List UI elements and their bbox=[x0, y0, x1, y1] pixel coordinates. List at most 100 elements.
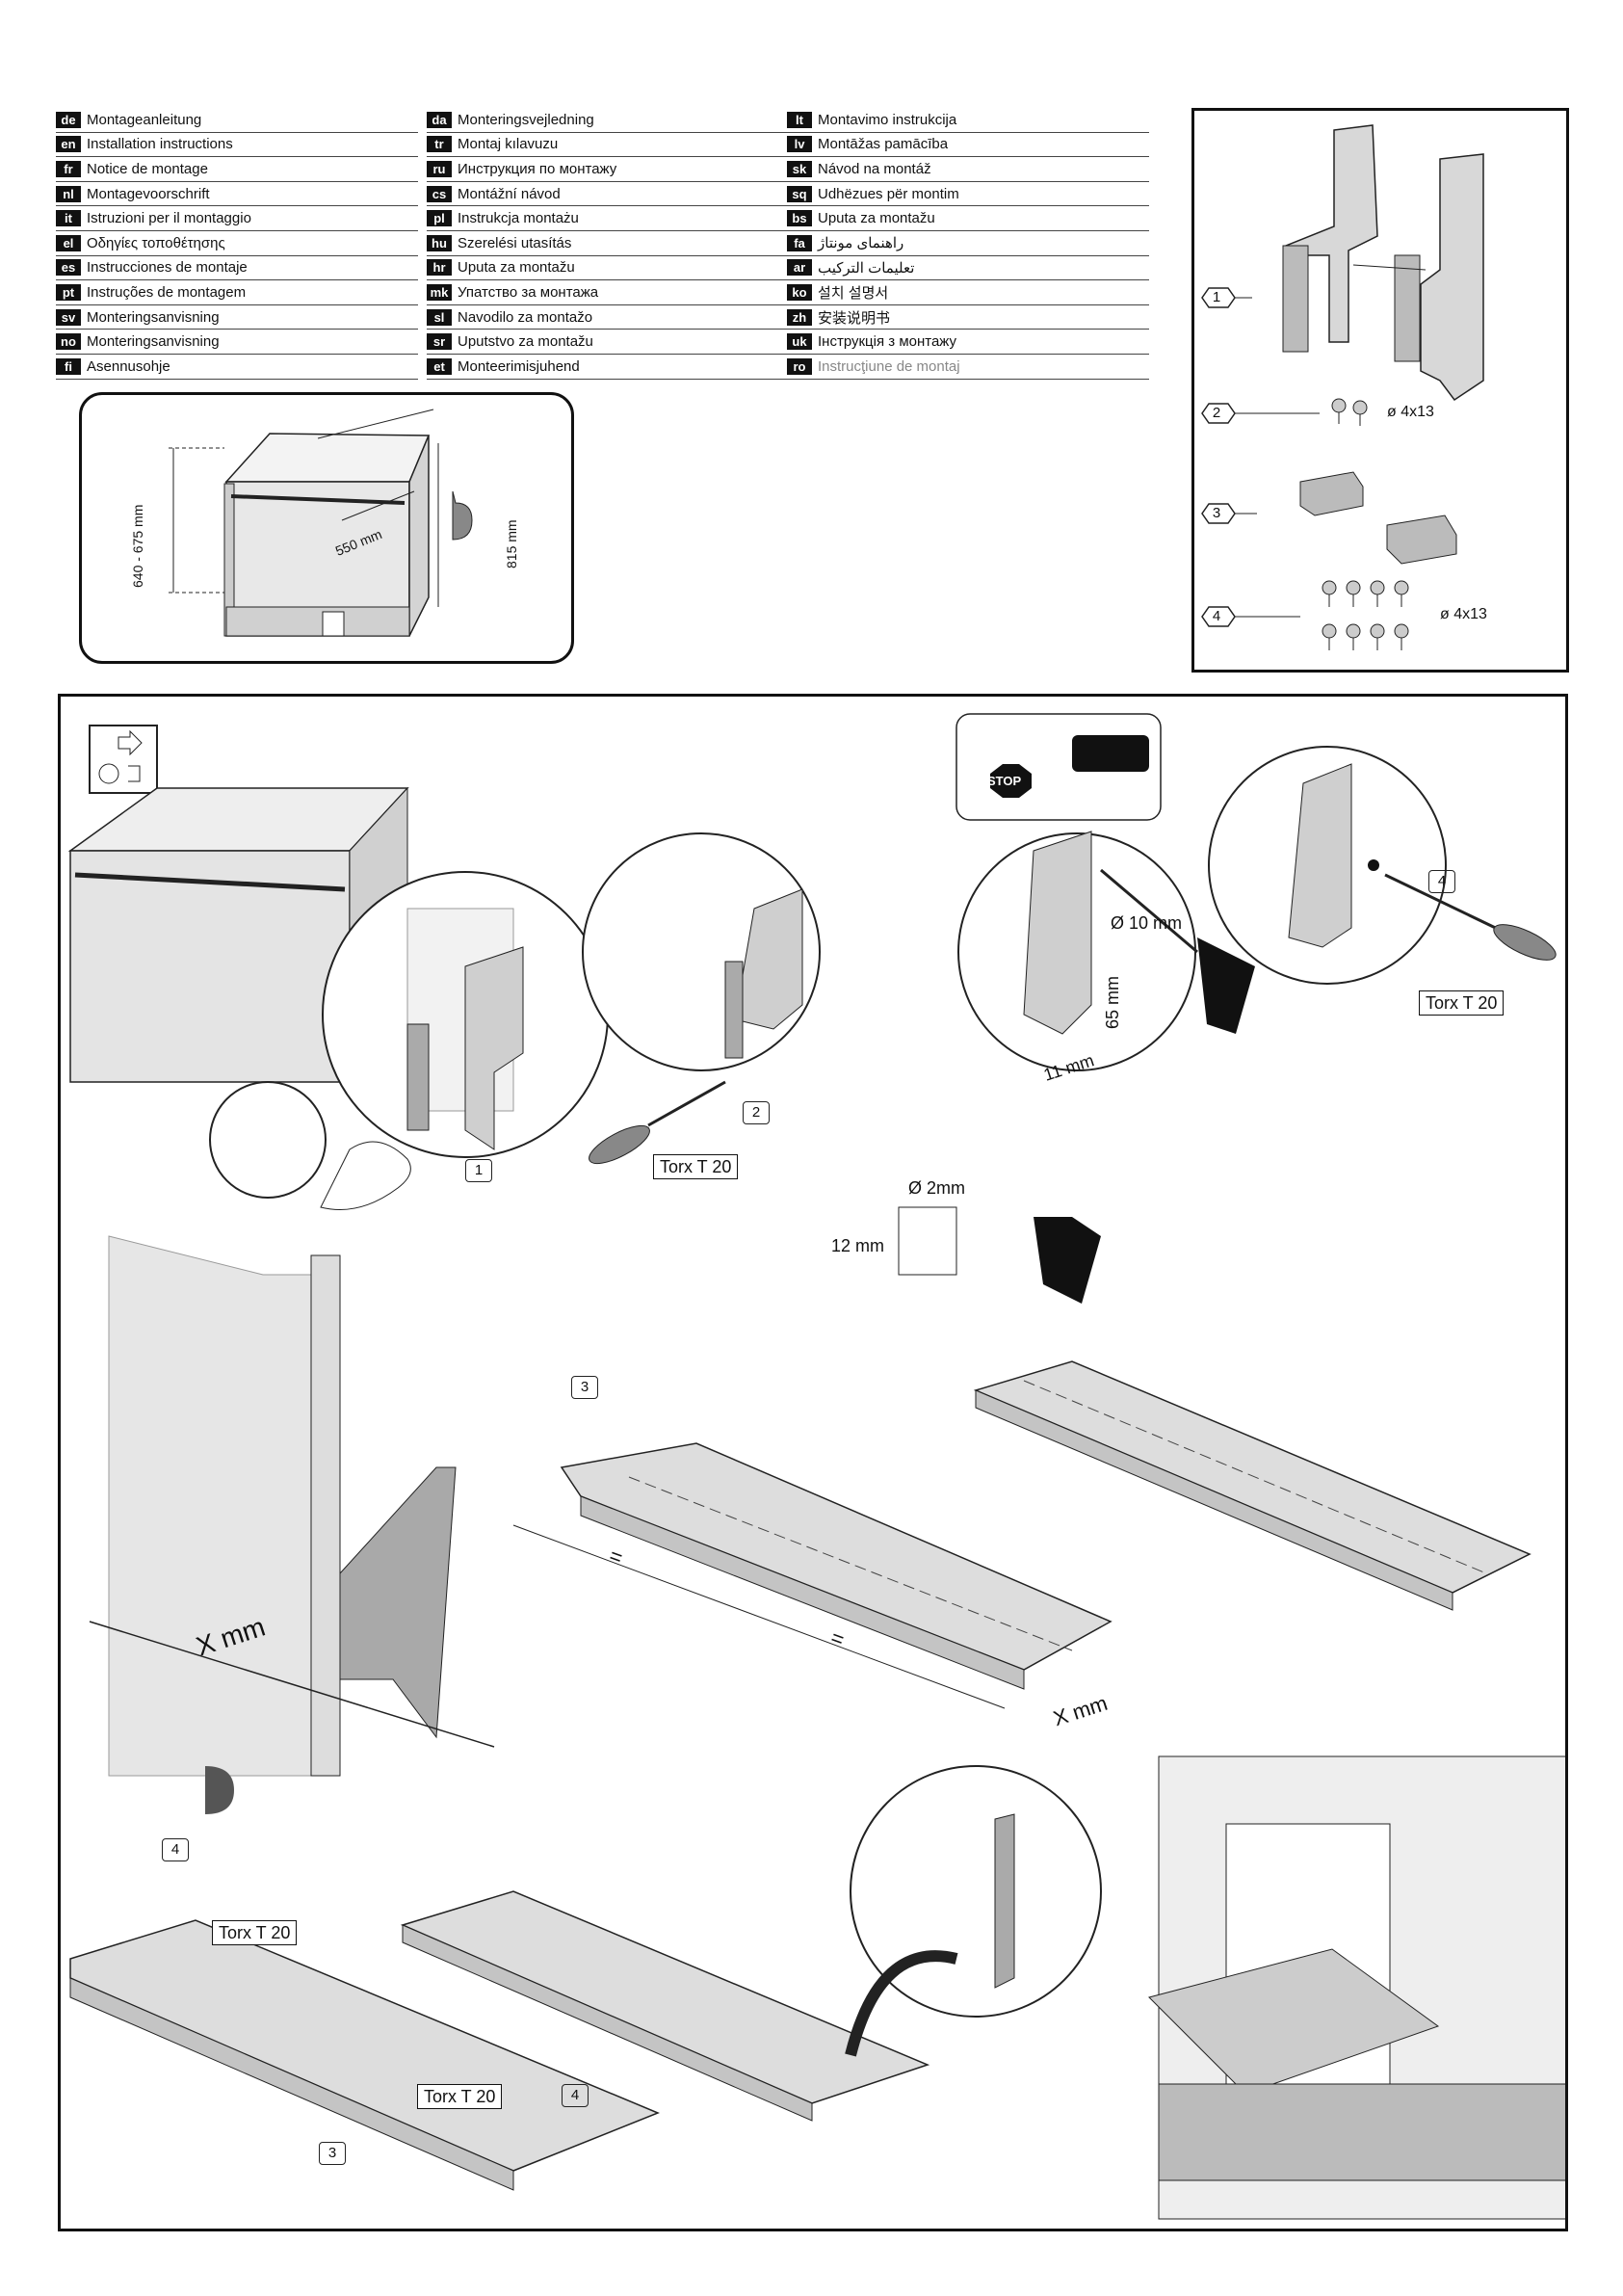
part-2-number: 2 bbox=[1212, 405, 1221, 421]
language-code-badge: el bbox=[56, 234, 81, 251]
language-title: Montážní návod bbox=[458, 185, 561, 202]
worktop-board-2 bbox=[973, 1360, 1531, 1594]
installation-steps-panel: Torx T 20 Torx T 20 Torx T 20 Torx T 20 … bbox=[58, 694, 1569, 2231]
language-code-badge: de bbox=[56, 111, 81, 128]
language-row-el: el Οδηγίες τοποθέτησης bbox=[56, 231, 418, 256]
language-row-it: it Istruzioni per il montaggio bbox=[56, 206, 418, 231]
language-row-sq: sq Udhëzues për montim bbox=[787, 182, 1149, 207]
language-title: Installation instructions bbox=[87, 136, 233, 153]
language-list-col2: da Monteringsvejledning tr Montaj kılavuzu r… bbox=[427, 108, 789, 380]
dim-65: 65 mm bbox=[1103, 975, 1122, 1029]
language-code-badge: zh bbox=[787, 308, 812, 326]
torx-label-step-6: Torx T 20 bbox=[417, 2084, 503, 2109]
language-row-hr: hr Uputa za montažu bbox=[427, 256, 789, 281]
language-title: Instrukcja montażu bbox=[458, 210, 579, 227]
language-code-badge: uk bbox=[787, 333, 812, 351]
language-title: Montagevoorschrift bbox=[87, 185, 210, 202]
language-title: Szerelési utasítás bbox=[458, 234, 572, 251]
language-row-fr: fr Notice de montage bbox=[56, 157, 418, 182]
language-title: Инструкция по монтажу bbox=[458, 160, 617, 177]
torx-label-step-1: Torx T 20 bbox=[653, 1154, 739, 1179]
drill-diameter-10: Ø 10 mm bbox=[1111, 913, 1183, 933]
callout-1: 1 bbox=[465, 1159, 492, 1182]
dimensions-panel: 640 - 675 mm 550 mm 815 mm bbox=[79, 392, 574, 664]
height-range-label: 640 - 675 mm bbox=[130, 504, 145, 588]
language-title: Monteringsanvisning bbox=[87, 308, 220, 326]
language-row-et: et Monteerimisjuhend bbox=[427, 355, 789, 380]
language-title: Οδηγίες τοποθέτησης bbox=[87, 234, 225, 251]
language-title: 安装说明书 bbox=[818, 309, 891, 327]
language-code-badge: da bbox=[427, 111, 452, 128]
language-title: Montaj kılavuzu bbox=[458, 136, 559, 153]
language-code-badge: pl bbox=[427, 210, 452, 227]
unplug-power-icon bbox=[89, 725, 158, 794]
language-title: Notice de montage bbox=[87, 160, 208, 177]
language-code-badge: it bbox=[56, 210, 81, 227]
language-title: Monteerimisjuhend bbox=[458, 357, 580, 375]
language-code-badge: sl bbox=[427, 308, 452, 326]
language-title: Montāžas pamācība bbox=[818, 136, 949, 153]
parts-drawing bbox=[1201, 124, 1484, 650]
parts-list-panel: 1 2 ø 4x13 3 4 ø 4x13 bbox=[1191, 108, 1569, 673]
callout-3b: 3 bbox=[319, 2142, 346, 2165]
language-title: Monteringsvejledning bbox=[458, 111, 594, 128]
language-row-nl: nl Montagevoorschrift bbox=[56, 182, 418, 207]
language-code-badge: hu bbox=[427, 234, 452, 251]
language-code-badge: et bbox=[427, 357, 452, 375]
drill-diameter-2: Ø 2mm bbox=[908, 1178, 966, 1198]
language-code-badge: mk bbox=[427, 283, 452, 301]
language-title: تعليمات التركيب bbox=[818, 259, 915, 277]
language-row-mk: mk Упатство за монтажа bbox=[427, 280, 789, 305]
language-title: Udhëzues për montim bbox=[818, 185, 959, 202]
callout-2: 2 bbox=[743, 1101, 770, 1124]
language-row-zh: zh 安装说明书 bbox=[787, 305, 1149, 330]
language-code-badge: es bbox=[56, 259, 81, 277]
callout-4a: 4 bbox=[1428, 870, 1455, 893]
callout-3a: 3 bbox=[571, 1376, 598, 1399]
language-title: Istruzioni per il montaggio bbox=[87, 210, 251, 227]
language-code-badge: ko bbox=[787, 283, 812, 301]
language-code-badge: sq bbox=[787, 185, 812, 202]
language-code-badge: lt bbox=[787, 111, 812, 128]
language-code-badge: fr bbox=[56, 160, 81, 177]
language-row-lv: lv Montāžas pamācība bbox=[787, 133, 1149, 158]
stop-sign-label: STOP bbox=[987, 774, 1022, 788]
language-title: Instrucţiune de montaj bbox=[818, 357, 960, 375]
language-code-badge: tr bbox=[427, 136, 452, 153]
language-title: Návod na montáž bbox=[818, 160, 931, 177]
installation-steps-drawing bbox=[67, 713, 1569, 2220]
bracket-pair-icon bbox=[1282, 124, 1484, 402]
language-code-badge: lv bbox=[787, 136, 812, 153]
language-code-badge: pt bbox=[56, 283, 81, 301]
language-code-badge: nl bbox=[56, 185, 81, 202]
language-code-badge: bs bbox=[787, 210, 812, 227]
language-title: Uputa za montažu bbox=[458, 259, 575, 277]
callout-4c: 4 bbox=[562, 2084, 589, 2107]
total-height-label: 815 mm bbox=[504, 519, 519, 568]
language-code-badge: hr bbox=[427, 259, 452, 277]
torx-label-step-3: Torx T 20 bbox=[1419, 990, 1505, 1016]
part-1-number: 1 bbox=[1212, 289, 1221, 305]
language-row-da: da Monteringsvejledning bbox=[427, 108, 789, 133]
language-row-pl: pl Instrukcja montażu bbox=[427, 206, 789, 231]
worktop-board-3 bbox=[69, 1919, 660, 2172]
language-title: Упатство за монтажа bbox=[458, 283, 599, 301]
torx-label-step-5: Torx T 20 bbox=[212, 1920, 298, 1945]
